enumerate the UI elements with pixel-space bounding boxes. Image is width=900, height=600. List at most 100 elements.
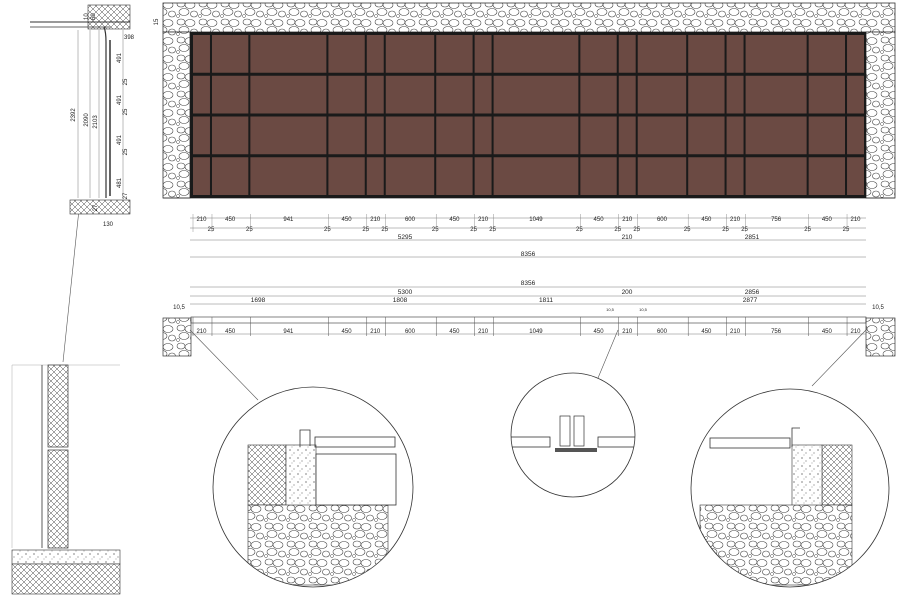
door-panel-cell (211, 35, 249, 73)
enlarged-panel-bottom (47, 449, 69, 549)
door-panel-cell (580, 116, 617, 155)
door-panel-cell (193, 35, 210, 73)
door-panel-cell (688, 116, 725, 155)
height-2392: 2392 (71, 108, 77, 122)
panel-491-b: 491 (117, 94, 123, 105)
door-panel-cell (618, 35, 636, 73)
panel-width-label: 210 (370, 217, 381, 223)
plan-panel-width-label: 450 (342, 329, 353, 335)
joint-width-label: 25 (381, 227, 388, 233)
plan-panel-strip (190, 316, 867, 324)
joint-width-label: 25 (576, 227, 583, 233)
dim-row5-a: 5300 (398, 289, 413, 296)
plan-panel-width-label: 210 (478, 329, 489, 335)
door-panel-cell (745, 157, 807, 195)
detail-left (212, 386, 414, 588)
panel-width-label: 450 (822, 217, 833, 223)
plan-wall-left (162, 317, 192, 357)
door-panel-cell (847, 75, 864, 114)
top-60: 60 (91, 13, 97, 20)
door-panel-cell (493, 157, 579, 195)
dim-row6-d: 2877 (743, 297, 758, 304)
masonry-left (162, 31, 191, 199)
plan-panel-width-label: 450 (594, 329, 605, 335)
lintel-block (87, 4, 131, 30)
top-10: 10 (84, 13, 90, 20)
panel-width-label: 600 (405, 217, 416, 223)
plan-panel-width-label: 1049 (529, 329, 543, 335)
top-right-15: 15 (154, 18, 160, 25)
door-panel-cell (211, 157, 249, 195)
door-panel-cell (385, 35, 435, 73)
door-panel-cell (688, 35, 725, 73)
door-panel-cell (726, 35, 744, 73)
side-right-label: 10,5 (872, 305, 884, 311)
door-panel-cell (637, 116, 687, 155)
joint-width-label: 25 (722, 227, 729, 233)
bottom-27: 27 (93, 204, 99, 211)
door-panel-cell (726, 75, 744, 114)
joint-width-label: 25 (362, 227, 369, 233)
door-panels (193, 35, 864, 195)
detail-right-circle (690, 388, 890, 588)
joint-width-label: 25 (324, 227, 331, 233)
plan-dimensions: 2102545025941254502521025600254502521025… (190, 214, 866, 305)
panel-width-label: 450 (449, 217, 460, 223)
joint-25-b: 25 (123, 108, 129, 115)
door-panel-cell (808, 35, 846, 73)
door-panel-cell (385, 157, 435, 195)
dim-row5-c: 2856 (745, 289, 760, 296)
detail-middle (510, 372, 636, 498)
panel-width-label: 210 (622, 217, 633, 223)
panel-dimension-labels: 2102545025941254502521025600254502521025… (192, 214, 861, 233)
door-panel-cell (366, 75, 384, 114)
plan-panel-width-label: 450 (449, 329, 460, 335)
plan-wall-right (865, 317, 896, 357)
door-panel-cell (436, 157, 473, 195)
door-panel-cell (328, 75, 365, 114)
panel-width-label: 210 (478, 217, 489, 223)
plan-panel-width-label: 450 (701, 329, 712, 335)
panel-width-label: 1049 (529, 217, 543, 223)
door-panel-cell (250, 157, 327, 195)
door-panel-cell (580, 75, 617, 114)
door-panel-cell (385, 116, 435, 155)
door-panel-cell (250, 35, 327, 73)
panel-width-label: 600 (657, 217, 668, 223)
plan-panel-width-label: 210 (851, 329, 862, 335)
mid-right-small-label: 10,5 (639, 307, 648, 312)
door-panel-cell (580, 157, 617, 195)
panel-width-label: 941 (283, 217, 294, 223)
door-panel-cell (637, 35, 687, 73)
dim-row2-b: 210 (622, 234, 633, 241)
joint-width-label: 25 (246, 227, 253, 233)
joint-width-label: 25 (614, 227, 621, 233)
panel-width-label: 450 (342, 217, 353, 223)
joint-25-c: 25 (123, 148, 129, 155)
door-panel-cell (366, 35, 384, 73)
door-panel-cell (328, 35, 365, 73)
enlarged-panel-top (47, 364, 69, 448)
plan-panel-width-label: 600 (657, 329, 668, 335)
plan-panel-width-label: 450 (225, 329, 236, 335)
door-panel-cell (808, 157, 846, 195)
panel-width-label: 210 (730, 217, 741, 223)
door-panel-cell (745, 75, 807, 114)
door-panel-cell (474, 35, 492, 73)
floor-block (69, 199, 131, 215)
plan-panel-width-label: 210 (622, 329, 633, 335)
door-panel-cell (745, 116, 807, 155)
joint-width-label: 25 (843, 227, 850, 233)
door-panel-cell (726, 157, 744, 195)
door-panel-cell (493, 75, 579, 114)
door-panel-cell (493, 35, 579, 73)
door-panel-cell (193, 157, 210, 195)
door-panel-cell (436, 75, 473, 114)
door-panel-cell (618, 116, 636, 155)
door-panel-cell (580, 35, 617, 73)
plan-panel-width-label: 450 (822, 329, 833, 335)
joint-25-a: 25 (123, 78, 129, 85)
door-panel-cell (193, 75, 210, 114)
